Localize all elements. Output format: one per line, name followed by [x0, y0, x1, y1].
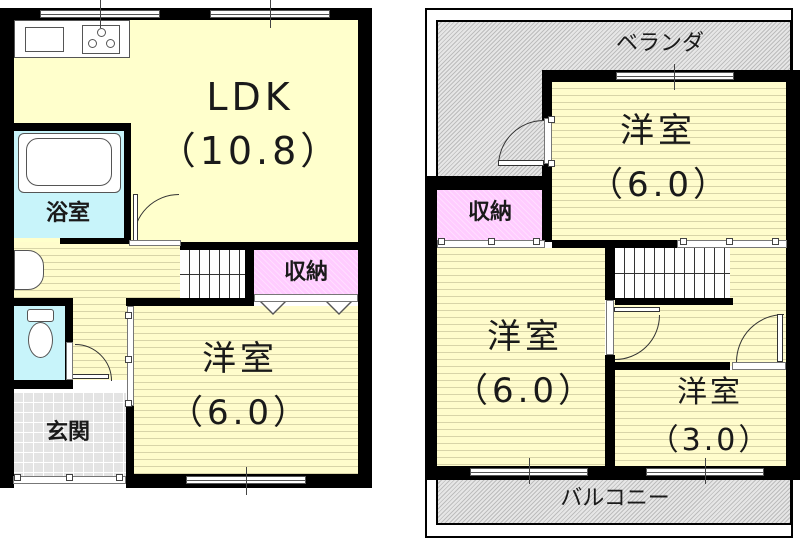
window-mark — [674, 64, 675, 90]
western-room-west-label: 洋室 — [487, 317, 563, 357]
burner — [88, 39, 97, 48]
wall — [126, 405, 134, 485]
door-jamb — [548, 160, 555, 167]
storage-door-1f[interactable] — [254, 294, 358, 302]
western-room-north-doorway — [544, 118, 552, 164]
balcony-label: バルコニー — [560, 486, 670, 511]
storage-floor-2f — [437, 190, 545, 240]
veranda-door[interactable] — [498, 160, 544, 166]
storage-floor-1f — [254, 249, 358, 294]
wall — [180, 242, 358, 250]
wall — [786, 70, 800, 480]
wall — [425, 176, 552, 190]
bathroom-label: 浴室 — [45, 201, 90, 226]
entrance-label: 玄関 — [45, 420, 90, 445]
door-jamb — [125, 312, 132, 319]
balcony-area — [436, 478, 792, 525]
door-jamb — [125, 356, 132, 363]
door-jamb — [680, 238, 687, 245]
wall — [615, 298, 733, 305]
wall — [0, 248, 14, 488]
small-room-door[interactable] — [777, 314, 783, 362]
wall — [245, 242, 254, 302]
western-room-small-size: （3.0） — [648, 423, 772, 458]
floor2-plan: ベランダ 洋室 （6.0） 収納 洋室 （6.0） 洋室 （3.0） バルコニー — [420, 0, 800, 538]
west-room-door[interactable] — [614, 307, 660, 312]
wall — [605, 240, 615, 300]
burner — [97, 28, 106, 37]
stairs-1f — [180, 249, 245, 299]
door-jamb — [488, 238, 495, 245]
ldk-doorway[interactable] — [129, 240, 181, 246]
western-room-north-size: （6.0） — [588, 165, 732, 205]
stairs-2f — [615, 248, 730, 298]
toilet-doorway — [66, 342, 73, 380]
wall — [126, 298, 254, 306]
wall — [542, 70, 552, 120]
veranda-label: ベランダ — [615, 31, 704, 56]
western-room-north-label: 洋室 — [620, 111, 696, 151]
western-room-small-floor — [615, 370, 788, 466]
wall — [605, 355, 615, 470]
window-mark — [100, 0, 101, 28]
wall — [425, 176, 437, 480]
western-room-west-doorway — [606, 300, 614, 355]
wall — [615, 362, 730, 370]
wall — [13, 298, 73, 306]
toilet-tank — [27, 309, 54, 322]
door-jamb — [14, 474, 21, 481]
door-jamb — [116, 474, 123, 481]
ldk-size: （10.8） — [157, 129, 343, 173]
door-jamb — [66, 474, 73, 481]
door-jamb — [438, 238, 445, 245]
western-room-1f-size: （6.0） — [168, 393, 312, 433]
wall — [124, 123, 131, 242]
ldk-label: LDK — [206, 75, 294, 119]
washbasin-icon — [14, 250, 44, 290]
western-room-1f-label: 洋室 — [202, 339, 278, 379]
window-mark — [246, 467, 247, 495]
door-jamb — [533, 238, 540, 245]
window-mark — [705, 458, 706, 484]
wall — [13, 380, 73, 389]
wall — [0, 8, 14, 248]
door-jamb — [548, 116, 555, 123]
wall — [13, 123, 131, 131]
floor1-plan: LDK （10.8） 浴室 収納 洋室 （6.0） 玄関 — [0, 0, 372, 495]
western-room-1f-floor — [134, 306, 358, 474]
storage-label-1f: 収納 — [283, 260, 328, 285]
bathroom-door[interactable] — [133, 194, 138, 241]
door-jamb — [125, 400, 132, 407]
window-mark — [529, 458, 530, 484]
window — [616, 72, 734, 80]
western-room-small-label: 洋室 — [677, 375, 743, 410]
toilet-icon — [28, 322, 53, 358]
storage-label-2f: 収納 — [467, 200, 512, 225]
sink-icon — [25, 27, 64, 52]
small-room-doorway — [732, 362, 786, 370]
window-mark — [270, 0, 271, 28]
western-room-north-floor — [552, 82, 788, 240]
wall — [542, 162, 552, 242]
bathtub-inner — [26, 138, 112, 186]
wall — [60, 238, 131, 244]
toilet-door[interactable] — [72, 374, 109, 379]
western-room-west-size: （6.0） — [453, 371, 597, 411]
storage-door-swing — [326, 302, 352, 315]
burner — [106, 39, 115, 48]
wall — [358, 8, 372, 488]
storage-door-swing — [260, 302, 286, 315]
door-jamb — [772, 238, 779, 245]
door-jamb — [726, 238, 733, 245]
entrance-floor — [13, 392, 126, 476]
western-room-west-floor — [437, 248, 605, 466]
